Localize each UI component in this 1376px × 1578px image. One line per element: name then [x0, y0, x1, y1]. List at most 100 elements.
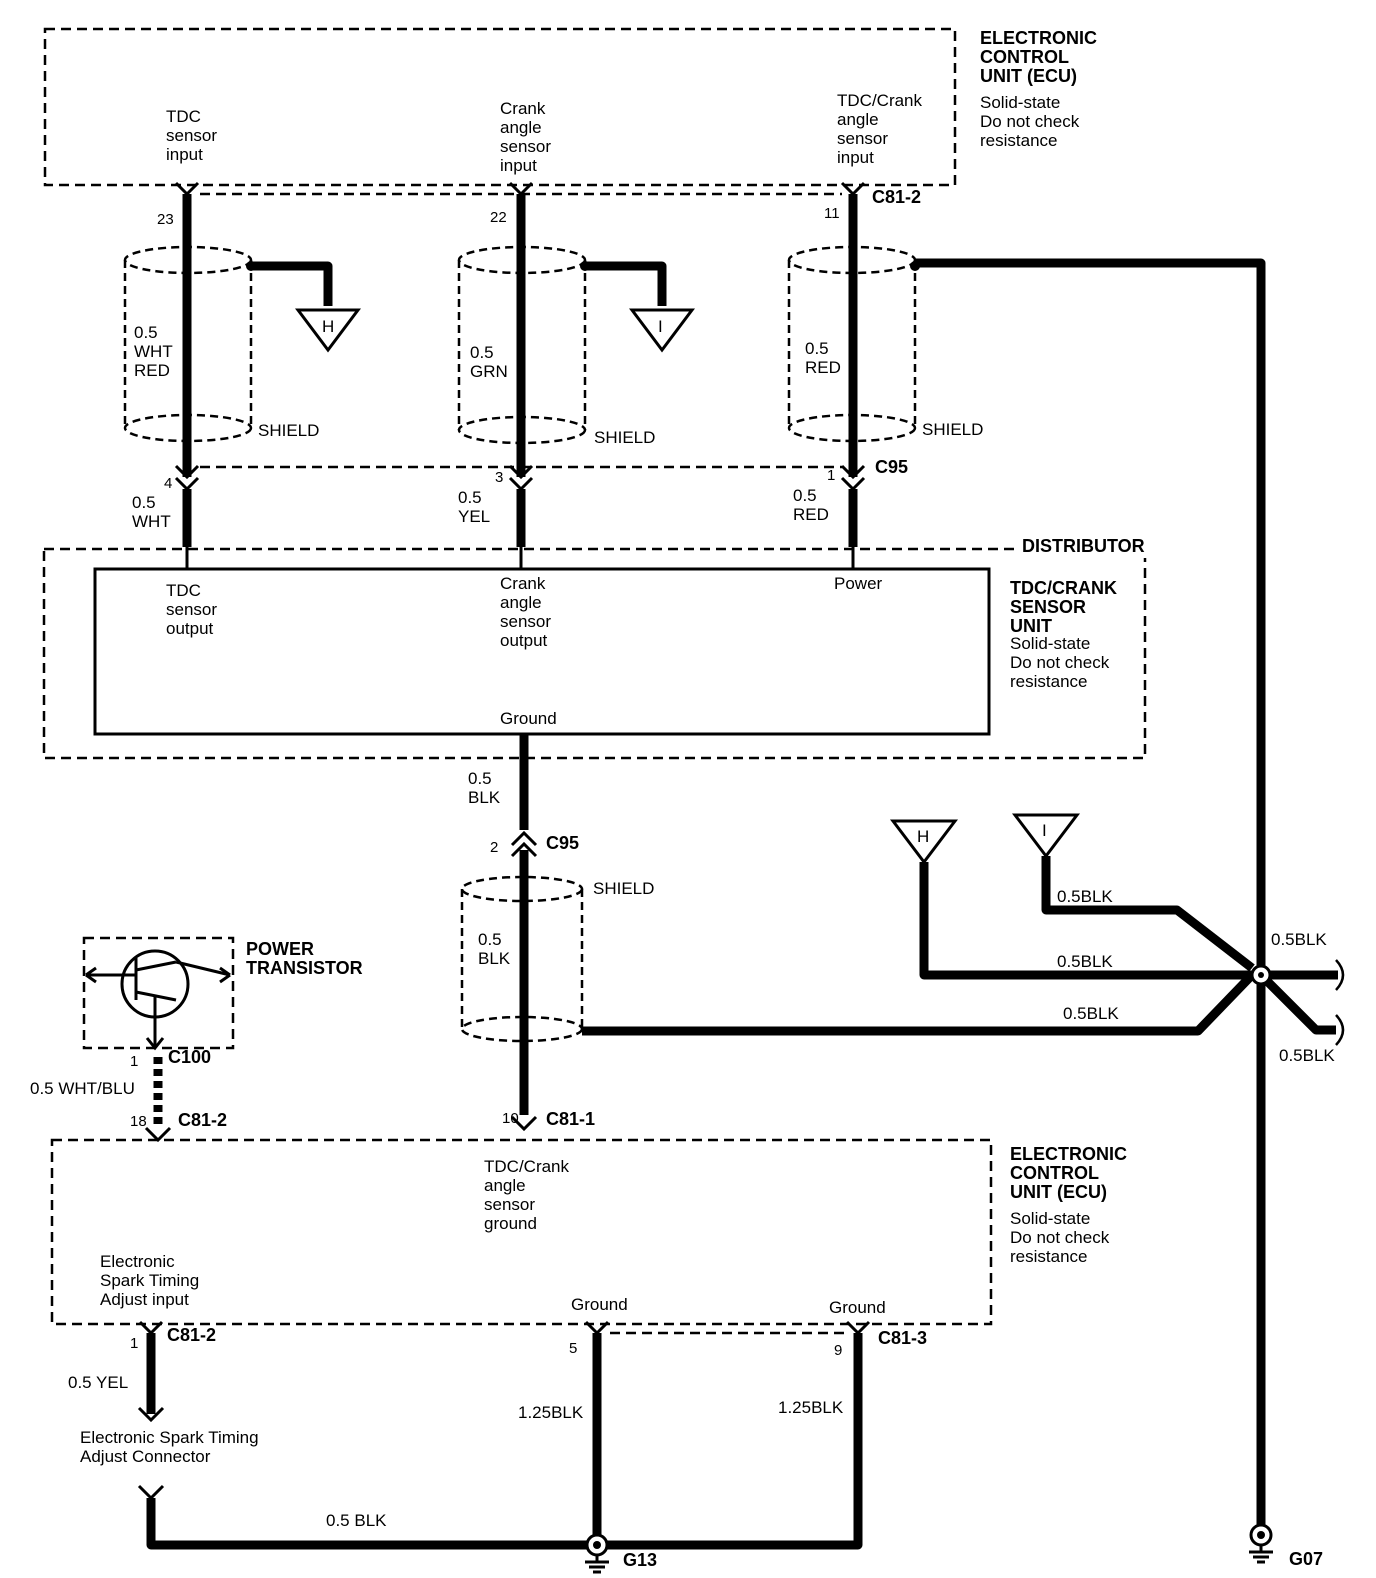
wire-splice-lower-right: [1257, 971, 1336, 1035]
c95-pin-2: 2: [490, 839, 498, 856]
ecu-bottom-box: [50, 1138, 993, 1326]
splice-wire-h: 0.5BLK: [1057, 952, 1113, 971]
shield-bottom: [787, 413, 917, 443]
c81-2-bottom-label: C81-2: [167, 1325, 216, 1345]
tdc-crank-sensor-unit: [93, 567, 991, 736]
distributor-ground: Ground: [500, 709, 557, 728]
ecu-top-box: [43, 27, 957, 187]
c95-pin-3: 3: [495, 469, 503, 486]
c95-wire-yel: 0.5 YEL: [458, 488, 490, 526]
ecu-input-tdc-crank: TDC/Crank angle sensor input: [837, 91, 927, 167]
sensor-unit-title: TDC/CRANK SENSOR UNIT: [1010, 578, 1122, 636]
c95-top: 4 3 1 C95 0.5 WHT 0.5 YEL 0.5 RED: [132, 457, 908, 569]
sensor-unit-note: Solid-state Do not check resistance: [1010, 634, 1114, 691]
shield-bottom: [123, 413, 253, 443]
c95-bottom-label: C95: [546, 833, 579, 853]
ecu-top: ELECTRONIC CONTROL UNIT (ECU) Solid-stat…: [43, 27, 1102, 228]
ecu-pin-18: 18: [130, 1113, 147, 1130]
ground-shield-label: SHIELD: [593, 879, 654, 898]
ground-g07-label: G07: [1289, 1549, 1323, 1569]
splice-flag-i: I: [1042, 821, 1047, 840]
ecu-spark-input: Electronic Spark Timing Adjust input: [100, 1252, 204, 1309]
pin-23: 23: [157, 211, 174, 228]
shield-3-label: SHIELD: [922, 420, 983, 439]
splice-wire-i: 0.5BLK: [1057, 887, 1113, 906]
shield-1-wire: 0.5 WHT RED: [134, 323, 177, 380]
flag-h-icon: [889, 819, 959, 865]
splice-wire-shield: 0.5BLK: [1063, 1004, 1119, 1023]
c95-top-label: C95: [875, 457, 908, 477]
distributor-box: [42, 547, 1147, 760]
power-transistor-box: [82, 936, 235, 1050]
distributor-crank-output: Crank angle sensor output: [500, 574, 556, 650]
ecu-top-note: Solid-state Do not check resistance: [980, 93, 1084, 150]
ecu-bottom-title: ELECTRONIC CONTROL UNIT (ECU): [1010, 1144, 1132, 1202]
wire-blk-label: 0.5 BLK: [326, 1511, 387, 1530]
shield-2-wire: 0.5 GRN: [470, 343, 508, 381]
c95-pin-4: 4: [164, 475, 172, 492]
wire-g1-label: 1.25BLK: [518, 1403, 584, 1422]
shield-1-drain: [251, 261, 333, 306]
c95-wire-wht: 0.5 WHT: [132, 493, 171, 531]
wire-i-to-splice: [1041, 856, 1255, 972]
distributor-title: DISTRIBUTOR: [1022, 536, 1145, 556]
ground-wire-label: 0.5 BLK: [468, 769, 501, 807]
ecu-pin-5: 5: [569, 1340, 577, 1357]
ecu-pin-9: 9: [834, 1342, 842, 1359]
power-transistor-title: POWER TRANSISTOR: [246, 939, 363, 978]
wire-wht-blu-label: 0.5 WHT/BLU: [30, 1079, 135, 1098]
c81-2-lower-label: C81-2: [178, 1110, 227, 1130]
splice-wire-right: 0.5BLK: [1271, 930, 1327, 949]
shield-2-label: SHIELD: [594, 428, 655, 447]
bottom-wiring: 0.5 YEL Electronic Spark Timing Adjust C…: [68, 1333, 1323, 1574]
ecu-sensor-ground: TDC/Crank angle sensor ground: [484, 1157, 574, 1233]
pin-11: 11: [824, 205, 840, 222]
shield-3: 0.5 RED SHIELD: [787, 245, 1266, 1529]
shield-drain-to-splice: [582, 971, 1256, 1036]
c81-1-label: C81-1: [546, 1109, 595, 1129]
splice: H I 0.5BLK 0.5BLK 0.5BLK 0.5BLK 0.5BLK: [889, 813, 1345, 1065]
shield-3-wire: 0.5 RED: [805, 339, 841, 377]
ecu-top-title: ELECTRONIC CONTROL UNIT (ECU): [980, 28, 1102, 86]
wire-continuation-icon: [1335, 1014, 1345, 1046]
distributor-power: Power: [834, 574, 883, 593]
flag-h-label: H: [322, 317, 334, 336]
flag-i-icon: [629, 308, 695, 353]
shield-2-drain: [585, 261, 667, 306]
ground-g13-label: G13: [623, 1550, 657, 1570]
ecu-bottom-note: Solid-state Do not check resistance: [1010, 1209, 1114, 1266]
ecu-top-connector: C81-2: [872, 187, 921, 207]
ground-shield-wire: 0.5 BLK: [478, 930, 511, 968]
splice-wire-lower-right: 0.5BLK: [1279, 1046, 1335, 1065]
flag-i-icon: [1011, 813, 1081, 859]
flag-i-label: I: [658, 317, 663, 336]
c100-pin-1: 1: [130, 1053, 138, 1070]
distributor: DISTRIBUTOR TDC sensor output Crank angl…: [42, 536, 1150, 760]
wire-0-5-blk: [146, 1333, 863, 1550]
wire-yel-label: 0.5 YEL: [68, 1373, 128, 1392]
ground-wire: 0.5 BLK 2 C95 SHIELD 0.5 BLK 10 C81-1: [460, 734, 1256, 1132]
spark-connector-label: Electronic Spark Timing Adjust Connector: [80, 1428, 263, 1466]
wire-g2-label: 1.25BLK: [778, 1398, 844, 1417]
ecu-pin-10: 10: [502, 1110, 519, 1127]
ecu-input-tdc: TDC sensor input: [166, 107, 222, 164]
ecu-ground-1: Ground: [571, 1295, 628, 1314]
ecu-ground-2: Ground: [829, 1298, 886, 1317]
splice-flag-h: H: [917, 827, 929, 846]
shield-1: 0.5 WHT RED SHIELD H: [123, 245, 361, 443]
ecu-pin-1: 1: [130, 1335, 138, 1352]
shield-1-label: SHIELD: [258, 421, 319, 440]
c100-label: C100: [168, 1047, 211, 1067]
connector-chevron: [508, 181, 534, 197]
ecu-input-crank: Crank angle sensor input: [500, 99, 556, 175]
shield-3-drain-to-g07: [915, 258, 1266, 1529]
pin-22: 22: [490, 209, 507, 226]
flag-h-icon: [295, 308, 361, 353]
c95-pin-1: 1: [827, 467, 835, 484]
wire-h-to-splice: [919, 862, 1261, 980]
shield-2: 0.5 GRN SHIELD I: [457, 245, 695, 447]
signal-wires: [182, 194, 858, 477]
ecu-bottom: ELECTRONIC CONTROL UNIT (ECU) Solid-stat…: [50, 1138, 1132, 1359]
distributor-tdc-output: TDC sensor output: [166, 581, 222, 638]
